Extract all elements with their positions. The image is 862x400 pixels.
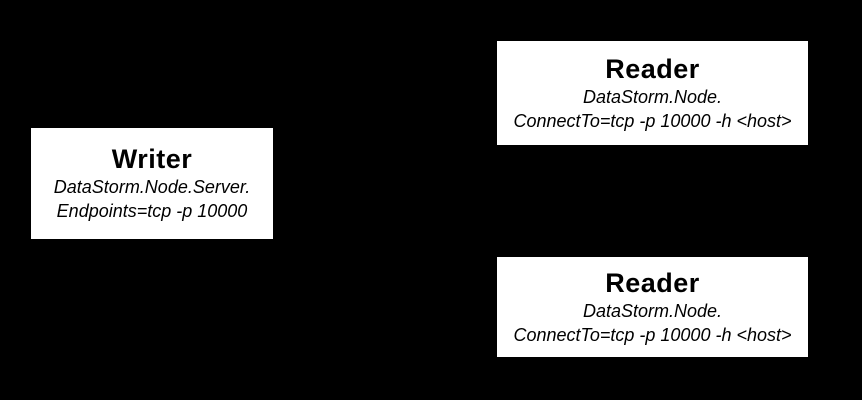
writer-node: Writer DataStorm.Node.Server. Endpoints=… (31, 128, 273, 239)
reader-node-bottom-config-line-1: DataStorm.Node. (582, 300, 723, 321)
writer-node-config-line-2: Endpoints=tcp -p 10000 (56, 201, 248, 221)
writer-node-config-line-1: DataStorm.Node.Server. (53, 177, 251, 197)
reader-node-top-config-line-2: ConnectTo=tcp -p 10000 -h <host> (513, 110, 792, 131)
reader-node-top: Reader DataStorm.Node. ConnectTo=tcp -p … (497, 41, 808, 145)
reader-node-bottom-title: Reader (605, 267, 700, 298)
reader-node-bottom-config-line-2: ConnectTo=tcp -p 10000 -h <host> (513, 324, 792, 345)
reader-node-top-config-line-1: DataStorm.Node. (582, 86, 723, 107)
writer-node-title: Writer (111, 144, 193, 174)
reader-node-bottom: Reader DataStorm.Node. ConnectTo=tcp -p … (497, 257, 808, 357)
reader-node-top-title: Reader (605, 53, 700, 84)
